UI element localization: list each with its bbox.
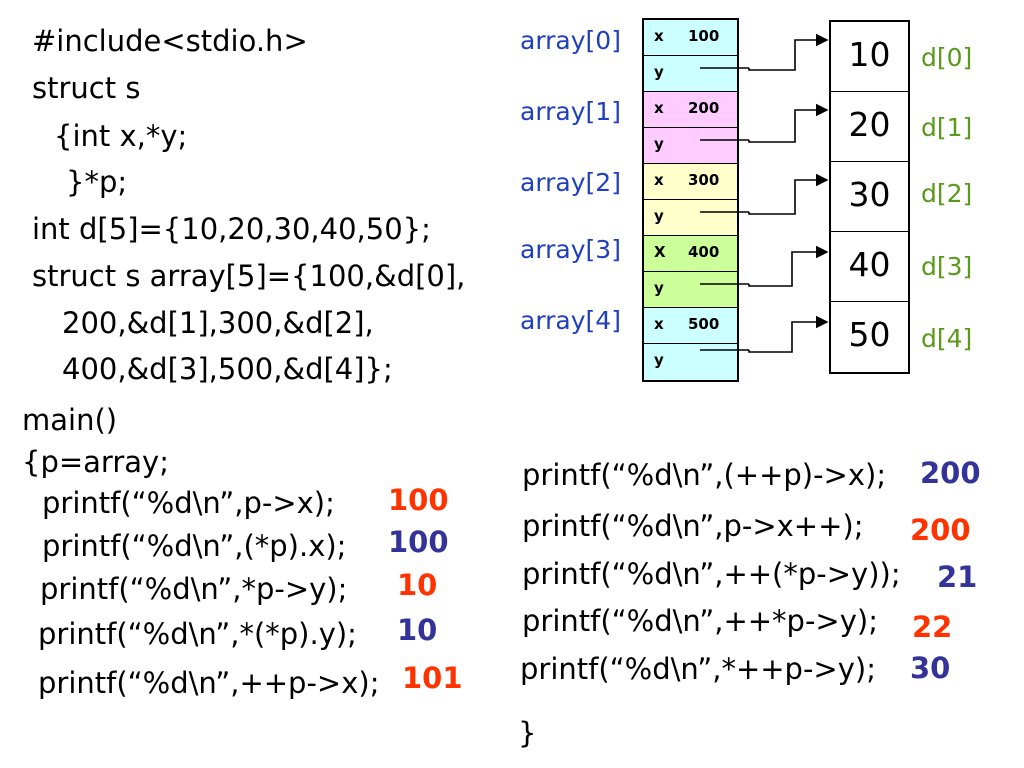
printf-left-5: printf(“%d\n”,++p->x); <box>38 666 380 700</box>
d-label-2: d[2] <box>921 179 973 208</box>
struct-3-y-cell: y <box>644 272 737 308</box>
result-right-5: 30 <box>910 651 951 685</box>
printf-right-5: printf(“%d\n”,*++p->y); <box>520 652 876 686</box>
field-value: 200 <box>688 99 720 117</box>
result-left-4: 10 <box>397 613 438 647</box>
printf-left-1: printf(“%d\n”,p->x); <box>42 486 335 520</box>
array-label-2: array[2] <box>520 168 621 197</box>
result-right-3: 21 <box>937 560 978 594</box>
struct-3-x-cell: X 400 <box>644 236 737 272</box>
printf-right-4: printf(“%d\n”,++*p->y); <box>522 604 878 638</box>
printf-left-4: printf(“%d\n”,*(*p).y); <box>38 617 357 651</box>
code-line-d-array: int d[5]={10,20,30,40,50}; <box>32 212 431 246</box>
result-left-1: 100 <box>388 483 449 517</box>
code-line-struct-array: struct s array[5]={100,&d[0], <box>32 259 466 293</box>
pointer-arrow-4 <box>700 322 827 353</box>
struct-1-x-cell: x 200 <box>644 92 737 128</box>
field-value: 100 <box>688 27 720 45</box>
d-cell-0: 10 <box>831 22 908 92</box>
struct-array-table: x 100 y x 200 y x 300 y X 400 y x 500 y <box>642 18 739 382</box>
pointer-arrow-3 <box>700 252 827 287</box>
code-line-struct: struct s <box>32 71 141 105</box>
pointer-arrow-0 <box>700 40 827 71</box>
field-name: X <box>654 243 666 261</box>
field-value: 400 <box>688 243 720 261</box>
result-left-3: 10 <box>397 568 438 602</box>
struct-0-y-cell: y <box>644 56 737 92</box>
pointer-arrow-2 <box>700 180 827 215</box>
field-name: y <box>654 63 664 81</box>
printf-right-2: printf(“%d\n”,p->x++); <box>522 509 864 543</box>
struct-2-x-cell: x 300 <box>644 164 737 200</box>
field-value: 500 <box>688 315 720 333</box>
field-name: y <box>654 135 664 153</box>
d-label-1: d[1] <box>921 113 973 142</box>
code-line-init-1: 200,&d[1],300,&d[2], <box>62 306 374 340</box>
printf-left-2: printf(“%d\n”,(*p).x); <box>42 529 347 563</box>
field-name: y <box>654 351 664 369</box>
result-right-4: 22 <box>912 610 953 644</box>
code-line-pointer: }*p; <box>66 165 128 199</box>
code-line-closing-brace: } <box>518 716 537 750</box>
struct-2-y-cell: y <box>644 200 737 236</box>
struct-1-y-cell: y <box>644 128 737 164</box>
d-cell-2: 30 <box>831 162 908 232</box>
printf-right-3: printf(“%d\n”,++(*p->y)); <box>522 557 901 591</box>
field-value: 300 <box>688 171 720 189</box>
field-name: x <box>654 171 664 189</box>
d-label-4: d[4] <box>921 324 973 353</box>
d-cell-4: 50 <box>848 315 891 354</box>
result-left-2: 100 <box>388 525 449 559</box>
array-label-3: array[3] <box>520 235 621 264</box>
printf-left-3: printf(“%d\n”,*p->y); <box>40 572 348 606</box>
result-left-5: 101 <box>402 661 463 695</box>
struct-4-x-cell: x 500 <box>644 308 737 344</box>
result-right-2: 200 <box>910 513 971 547</box>
field-name: x <box>654 315 664 333</box>
code-line-main: main() <box>22 403 118 437</box>
field-name: y <box>654 207 664 225</box>
d-cell-3: 40 <box>831 232 908 302</box>
printf-right-1: printf(“%d\n”,(++p)->x); <box>522 458 887 492</box>
array-label-0: array[0] <box>520 26 621 55</box>
array-label-4: array[4] <box>520 306 621 335</box>
field-name: x <box>654 27 664 45</box>
array-label-1: array[1] <box>520 97 621 126</box>
d-label-3: d[3] <box>921 252 973 281</box>
pointer-arrow-1 <box>700 110 827 143</box>
code-line-assign: {p=array; <box>22 445 169 479</box>
struct-0-x-cell: x 100 <box>644 20 737 56</box>
result-right-1: 200 <box>920 456 981 490</box>
d-array-table: 10 20 30 40 50 <box>829 20 910 374</box>
field-name: y <box>654 279 664 297</box>
code-line-fields: {int x,*y; <box>54 119 188 153</box>
field-name: x <box>654 99 664 117</box>
code-line-include: #include<stdio.h> <box>32 24 308 58</box>
code-line-init-2: 400,&d[3],500,&d[4]}; <box>62 352 393 386</box>
d-label-0: d[0] <box>921 43 973 72</box>
d-cell-1: 20 <box>831 92 908 162</box>
